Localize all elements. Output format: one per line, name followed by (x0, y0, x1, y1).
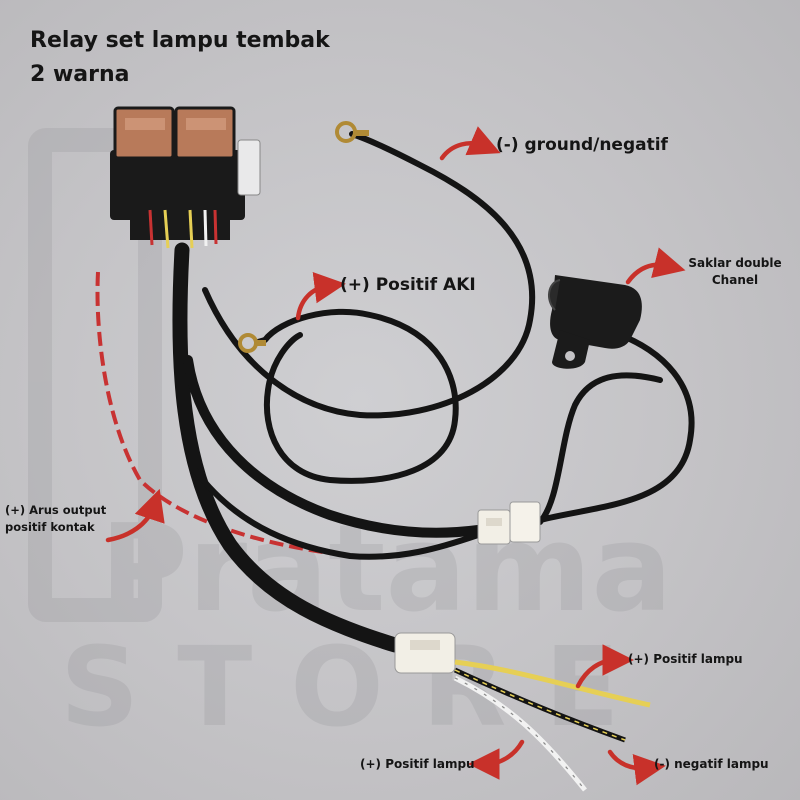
label-positif-aki: (+) Positif AKI (340, 275, 476, 295)
label-positif-lampu-bottom: (+) Positif lampu (360, 757, 475, 771)
positif-aki-cable (262, 308, 459, 484)
connector-branch-cable (183, 355, 483, 538)
watermark: Pratama STORE (28, 128, 672, 751)
watermark-line1: Pratama (100, 500, 672, 639)
label-negatif-lampu: (-) negatif lampu (654, 757, 769, 771)
label-saklar-line1: Saklar double (688, 256, 782, 270)
label-positif-lampu-right: (+) Positif lampu (628, 652, 743, 666)
watermark-line2: STORE (60, 623, 658, 751)
switch-cable (537, 332, 695, 525)
red-output-wire (95, 271, 346, 557)
white-lamp-wire (453, 675, 587, 792)
title-line2: 2 warna (30, 62, 130, 87)
label-arus-line2: positif kontak (5, 520, 95, 534)
label-arus-line1: (+) Arus output (5, 503, 107, 517)
middle-connector (477, 501, 541, 545)
double-channel-switch-icon (548, 275, 642, 369)
ground-ring-terminal (335, 121, 369, 143)
ground-cable (202, 131, 536, 419)
label-saklar: Saklar double Chanel (680, 255, 790, 289)
relay-unit-icon (110, 106, 261, 249)
positif-aki-ring-terminal (238, 333, 266, 353)
page-title: Relay set lampu tembak 2 warna (30, 24, 330, 92)
label-saklar-line2: Chanel (711, 273, 759, 287)
main-harness-cable (172, 242, 403, 653)
label-arus-output: (+) Arus output positif kontak (5, 502, 106, 536)
bottom-connector (394, 632, 456, 674)
label-ground: (-) ground/negatif (496, 135, 668, 155)
curved-red-arrow-icon (105, 126, 686, 786)
title-line1: Relay set lampu tembak (30, 28, 330, 53)
yellow-lamp-wire (454, 659, 651, 708)
